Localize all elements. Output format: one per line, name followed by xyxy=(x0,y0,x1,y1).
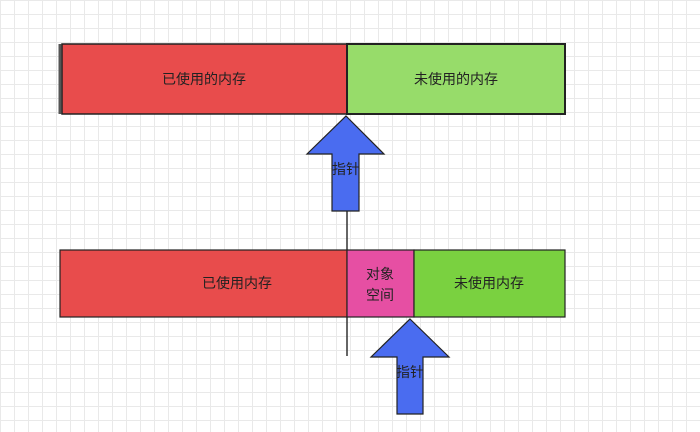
top-pointer-arrow: 指针 xyxy=(305,115,386,212)
bottom-pointer-label: 指针 xyxy=(396,365,424,381)
top-unused-memory-label: 未使用的内存 xyxy=(414,71,498,88)
top-memory-bar: 已使用的内存 未使用的内存 xyxy=(58,43,566,115)
object-space-label-line1: 对象 xyxy=(366,267,394,283)
bottom-pointer-arrow: 指针 xyxy=(369,318,451,415)
top-used-memory-block xyxy=(61,43,348,115)
object-space-label-line2: 空间 xyxy=(366,288,394,304)
bottom-unused-memory-label: 未使用内存 xyxy=(454,275,524,292)
object-space-block xyxy=(346,249,415,318)
top-used-memory-label: 已使用的内存 xyxy=(162,71,246,88)
bottom-unused-memory-block xyxy=(413,249,566,318)
bottom-memory-bar: 已使用内存 对象 空间 未使用内存 xyxy=(59,249,566,318)
bottom-pointer-arrow-shape xyxy=(369,318,451,415)
top-pointer-label: 指针 xyxy=(332,162,360,178)
bottom-used-memory-block xyxy=(59,249,348,318)
top-pointer-arrow-shape xyxy=(305,115,386,212)
top-unused-memory-block xyxy=(346,43,566,115)
bottom-used-memory-label: 已使用内存 xyxy=(202,275,272,292)
